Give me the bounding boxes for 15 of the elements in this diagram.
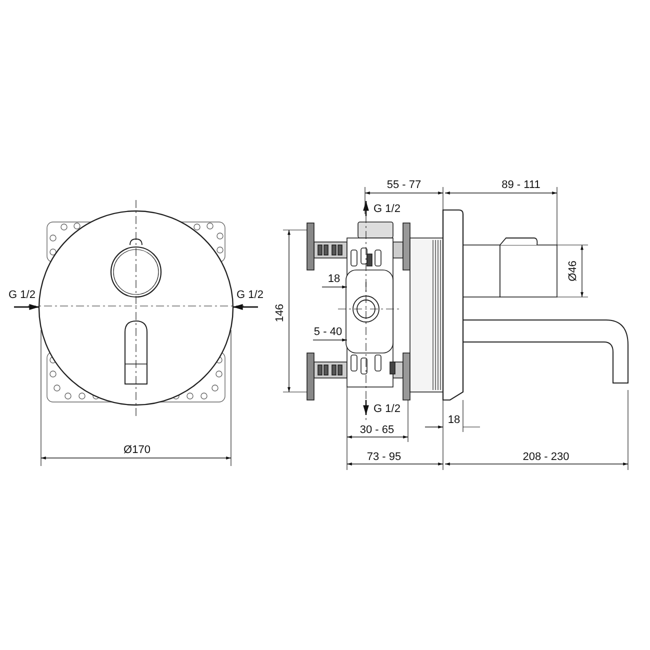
dimension-label: 89 - 111: [500, 179, 542, 191]
dimension-label: G 1/2: [372, 203, 402, 215]
dimension-label: Ø46: [567, 260, 579, 282]
dimension-label: Ø170: [122, 444, 152, 456]
dimension-label: 18: [326, 273, 342, 285]
dimension-label: 73 - 95: [366, 451, 402, 463]
dimension-label: 18: [446, 414, 462, 426]
dimension-label: G 1/2: [8, 289, 36, 301]
dimension-label: 30 - 65: [358, 424, 396, 436]
dimension-label: 5 - 40: [312, 326, 344, 338]
dimension-label: 55 - 77: [386, 179, 422, 191]
dimension-label: 146: [274, 302, 286, 324]
dimension-label: G 1/2: [236, 289, 264, 301]
dimension-label: 208 - 230: [522, 451, 570, 463]
dimension-label: G 1/2: [372, 403, 402, 415]
